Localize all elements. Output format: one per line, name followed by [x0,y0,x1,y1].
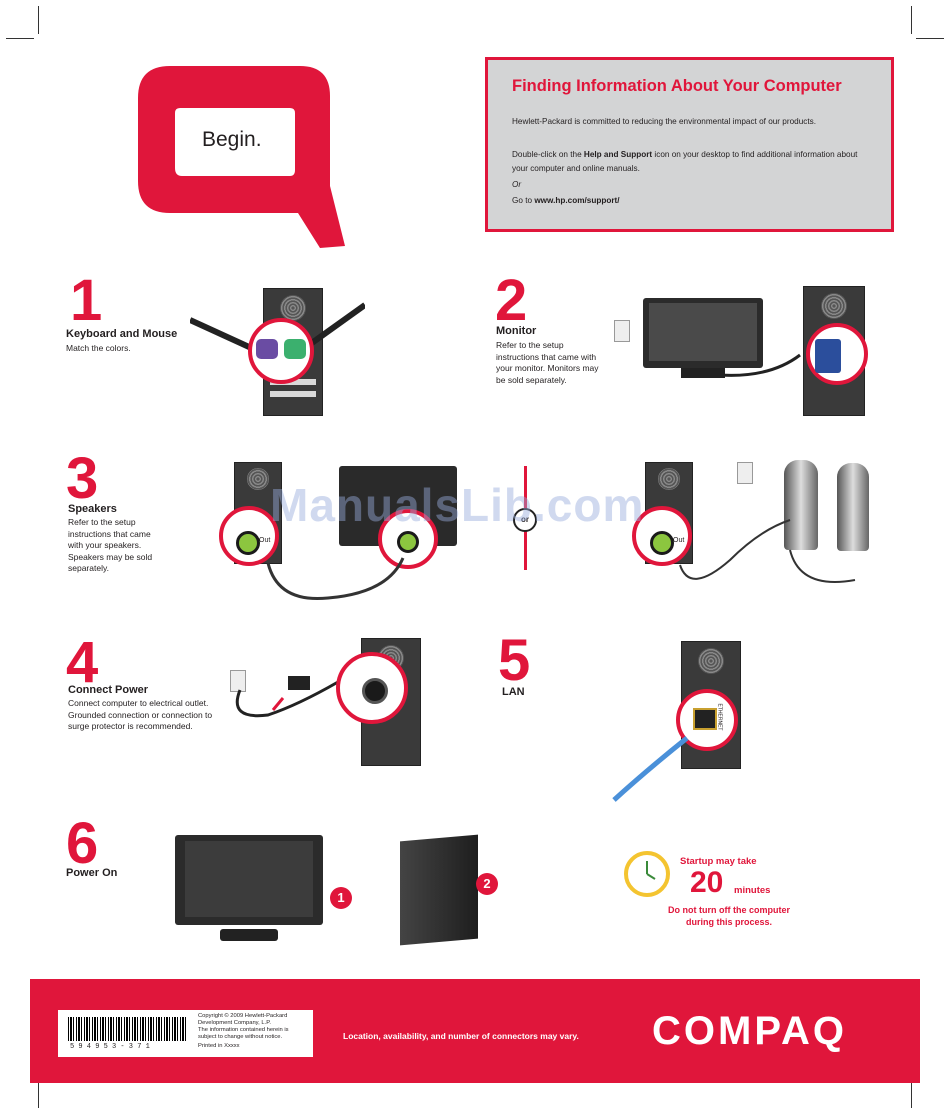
ethernet-port [693,708,717,730]
speaker-right [837,463,869,551]
or-circle: or [513,508,537,532]
monitor-audio-jack [397,531,419,553]
info-or: Or [512,180,522,189]
crop-mark [911,6,912,34]
tower-front-illustration [400,834,478,946]
audio-out-label: Out [259,537,271,544]
step-1-desc: Match the colors. [66,343,131,353]
ps2-keyboard-connector [256,339,278,359]
startup-line-3: during this process. [686,917,773,927]
barcode [68,1017,188,1041]
audio-out-jack [236,531,260,555]
step-1-title: Keyboard and Mouse [66,328,178,340]
step-1-number: 1 [70,268,103,333]
copyright-text: Copyright © 2009 Hewlett-Packard Develop… [198,1013,289,1049]
lan-cable [612,720,702,802]
audio-out-jack-2 [650,531,674,555]
footer-note: Location, availability, and number of co… [343,1031,579,1041]
watermark: ManualsLib.com [270,479,645,531]
crop-mark [38,6,39,34]
startup-line-1: Startup may take [680,856,757,867]
monitor-power-badge: 1 [330,887,352,909]
compaq-q-logo: Begin. [130,58,360,258]
footer-band: 5 9 4 9 5 3 - 3 7 1 Copyright © 2009 Hew… [30,979,920,1083]
vga-connector [815,339,841,373]
ps2-mouse-connector [284,339,306,359]
startup-minutes-number: 20 [690,866,724,899]
audio-out-label-2: Out [673,537,685,544]
begin-label: Begin. [202,128,262,151]
barcode-label: 5 9 4 9 5 3 - 3 7 1 Copyright © 2009 Hew… [58,1010,313,1057]
crop-mark [6,38,34,39]
step-3-title: Speakers [68,503,117,515]
step-4-desc: Connect computer to electrical outlet. G… [68,698,213,731]
crop-mark [911,1080,912,1108]
monitor-front-illustration [175,835,323,945]
wall-outlet-icon [737,462,753,484]
info-line-1: Hewlett-Packard is committed to reducing… [512,117,816,126]
step-6-number: 6 [66,811,99,876]
speaker-cables [670,480,870,600]
step-6-title: Power On [66,867,118,879]
barcode-number: 5 9 4 9 5 3 - 3 7 1 [70,1043,150,1051]
step-3-number: 3 [66,446,99,511]
step-2-desc: Refer to the setup instructions that cam… [496,340,599,385]
step-3-desc: Refer to the setup instructions that cam… [68,517,153,573]
tower-power-badge: 2 [476,873,498,895]
compaq-wordmark: COMPAQ [652,1009,848,1053]
step-2-title: Monitor [496,325,537,337]
clock-icon [624,851,670,897]
step-4-number: 4 [66,630,99,695]
step-5-number: 5 [498,628,531,693]
startup-line-2: Do not turn off the computer [668,905,790,915]
step-5-title: LAN [502,686,525,698]
step-4-title: Connect Power [68,684,149,696]
info-box-title: Finding Information About Your Computer [512,77,842,95]
info-box: Finding Information About Your Computer … [485,57,894,232]
power-port [362,678,388,704]
crop-mark [916,38,944,39]
monitor-cable [719,340,820,380]
step-2-number: 2 [495,268,528,333]
monitor-illustration [643,298,763,380]
startup-minutes-label: minutes [734,885,771,896]
speaker-left [784,460,818,550]
wall-outlet-icon [614,320,630,342]
crop-mark [38,1080,39,1108]
info-line-3: Go to www.hp.com/support/ [512,196,620,205]
speaker-cable [258,548,418,608]
ethernet-label: ETHERNET [716,703,723,731]
power-cable [228,670,368,730]
info-line-2: Double-click on the Help and Support ico… [512,150,858,173]
audio-out-highlight [219,506,279,566]
